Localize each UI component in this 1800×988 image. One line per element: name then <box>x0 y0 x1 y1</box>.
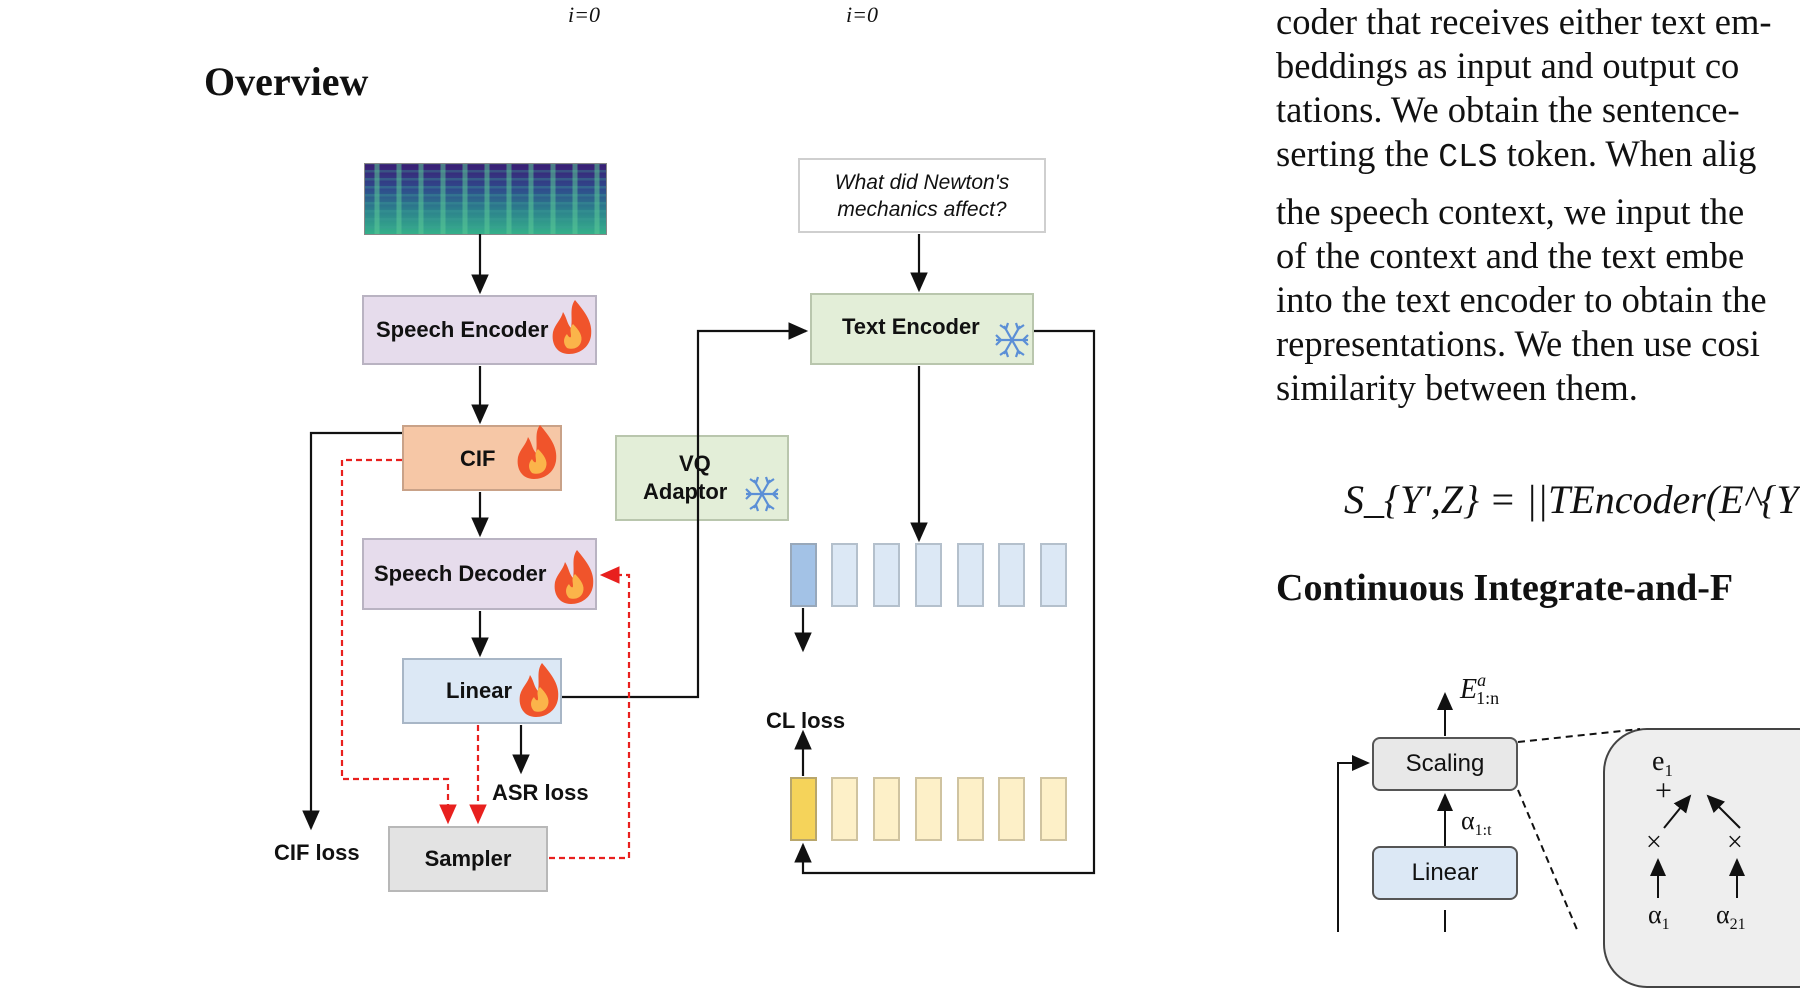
cif-figure-connectors <box>0 0 1800 932</box>
